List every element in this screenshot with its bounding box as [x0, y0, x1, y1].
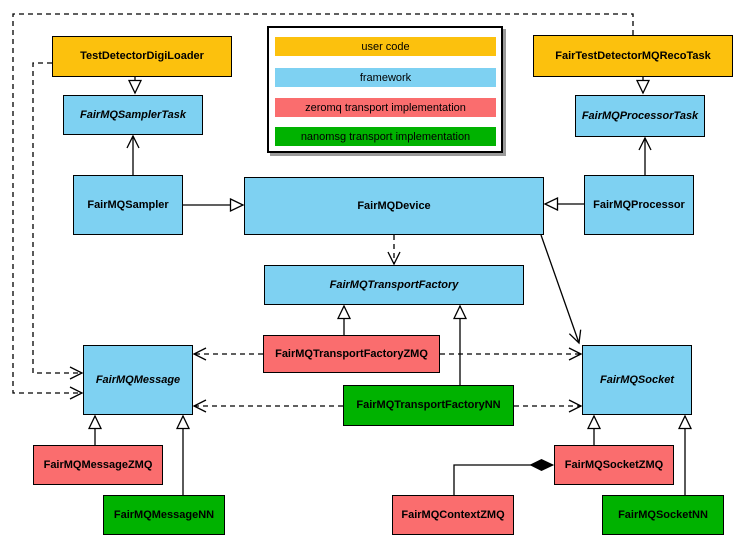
node-FairMQContextZMQ: FairMQContextZMQ [392, 495, 514, 535]
node-FairMQSocketZMQ: FairMQSocketZMQ [554, 445, 674, 485]
node-FairMQProcessor: FairMQProcessor [584, 175, 694, 235]
legend-item-nanomsg: nanomsg transport implementation [275, 127, 496, 146]
legend-item-user_code: user code [275, 37, 496, 56]
node-FairMQTransportFactory: FairMQTransportFactory [264, 265, 524, 305]
node-FairMQDevice: FairMQDevice [244, 177, 544, 235]
node-FairMQSampler: FairMQSampler [73, 175, 183, 235]
edge-FairTestDetectorMQRecoTask-to-FairMQMessage [12, 13, 634, 400]
legend-item-zeromq: zeromq transport implementation [275, 98, 496, 117]
node-FairMQSamplerTask: FairMQSamplerTask [63, 95, 203, 135]
node-FairMQTransportFactoryZMQ: FairMQTransportFactoryZMQ [263, 335, 440, 373]
node-FairMQSocketNN: FairMQSocketNN [602, 495, 724, 535]
node-FairMQMessageNN: FairMQMessageNN [103, 495, 225, 535]
node-FairMQProcessorTask: FairMQProcessorTask [575, 95, 705, 137]
node-FairMQMessage: FairMQMessage [83, 345, 193, 415]
node-FairMQTransportFactoryNN: FairMQTransportFactoryNN [343, 385, 514, 426]
edge-FairMQContextZMQ-to-FairMQSocketZMQ [453, 465, 553, 495]
edge-TestDetectorDigiLoader-to-FairMQMessage [32, 62, 84, 380]
legend-item-framework: framework [275, 68, 496, 87]
legend-box: user code framework zeromq transport imple… [267, 26, 503, 153]
edge-FairMQDevice-to-FairMQSocket [540, 234, 582, 345]
node-FairMQSocket: FairMQSocket [582, 345, 692, 415]
edges-group [12, 13, 693, 495]
node-FairMQMessageZMQ: FairMQMessageZMQ [33, 445, 163, 485]
node-FairTestDetectorMQRecoTask: FairTestDetectorMQRecoTask [533, 35, 733, 77]
node-TestDetectorDigiLoader: TestDetectorDigiLoader [52, 36, 232, 77]
